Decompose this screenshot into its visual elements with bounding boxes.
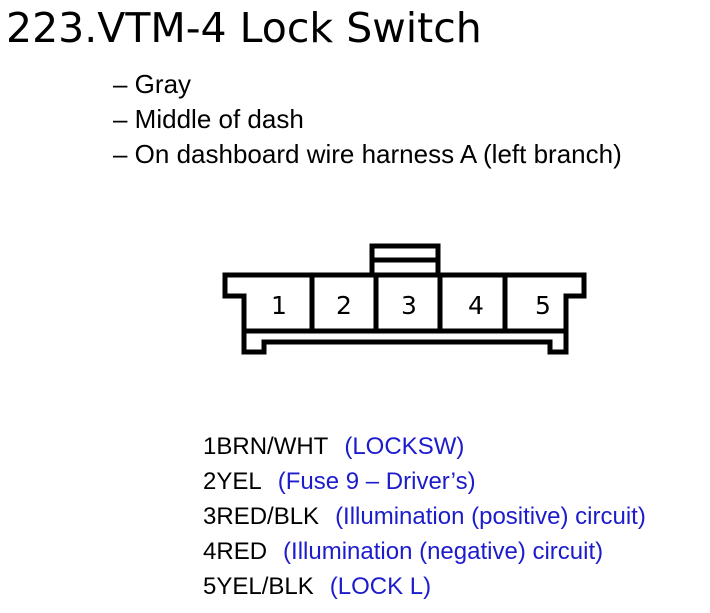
pin-label-1: 1: [271, 291, 287, 320]
connector-outline: [222, 272, 587, 355]
pin-legend: 1BRN/WHT (LOCKSW) 2YEL (Fuse 9 – Driver’s)…: [203, 429, 646, 604]
pin-label-5: 5: [535, 291, 551, 320]
pin-wire: BRN/WHT: [216, 433, 329, 460]
description-location: – Middle of dash: [113, 104, 304, 134]
pin-function: (LOCK L): [329, 573, 432, 600]
pin-function: (Illumination (negative) circuit): [283, 538, 604, 565]
description-harness: – On dashboard wire harness A (left bran…: [113, 139, 622, 169]
pin-function: (Illumination (positive) circuit): [335, 503, 646, 530]
pin-wire: YEL/BLK: [216, 573, 314, 600]
pin-label-3: 3: [401, 291, 417, 320]
description-list: – Gray – Middle of dash – On dashboard w…: [113, 67, 622, 172]
description-color: – Gray: [113, 69, 192, 99]
pin-number: 2: [203, 468, 217, 495]
pin-label-2: 2: [336, 291, 352, 320]
pin-number: 3: [203, 503, 217, 530]
pin-legend-row: 2YEL (Fuse 9 – Driver’s): [203, 464, 646, 499]
page-title: 223.VTM-4 Lock Switch: [6, 4, 482, 52]
pin-function: (Fuse 9 – Driver’s): [277, 468, 476, 495]
pin-wire: RED/BLK: [216, 503, 320, 530]
pin-legend-row: 1BRN/WHT (LOCKSW): [203, 429, 646, 464]
pin-wire: YEL: [216, 468, 262, 495]
pin-label-4: 4: [468, 291, 484, 320]
pin-legend-row: 5YEL/BLK (LOCK L): [203, 569, 646, 604]
pin-number: 5: [203, 573, 217, 600]
pin-number: 1: [203, 433, 217, 460]
pin-legend-row: 4RED (Illumination (negative) circuit): [203, 534, 646, 569]
pin-wire: RED: [216, 538, 268, 565]
pin-function: (LOCKSW): [344, 433, 465, 460]
pin-legend-row: 3RED/BLK (Illumination (positive) circuit…: [203, 499, 646, 534]
pin-number: 4: [203, 538, 217, 565]
